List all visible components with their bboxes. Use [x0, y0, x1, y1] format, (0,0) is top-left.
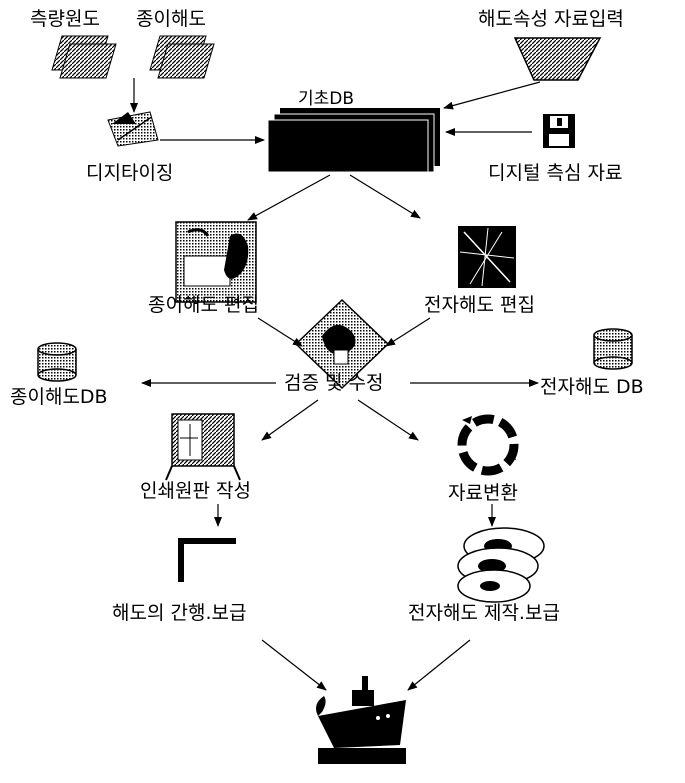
base-db-stack-icon: [268, 108, 440, 172]
arrow-basedb-to-paperedit: [248, 175, 330, 220]
label-enc-production-distribution: 전자해도 제작.보급: [408, 602, 560, 624]
ship-icon: [316, 676, 406, 764]
paper-chart-sheets-icon: [150, 36, 214, 78]
digitizing-pen-icon: [108, 112, 158, 146]
data-conversion-cycle-icon: [462, 416, 516, 471]
paper-chart-db-cylinder-icon: [38, 343, 76, 381]
arrow-publish-to-ship: [262, 640, 326, 690]
arrow-verify-to-printplate: [262, 400, 318, 440]
data-input-trapezoid-icon: [515, 38, 600, 80]
enc-db-cylinder-icon: [594, 329, 632, 369]
label-paper-chart-editing: 종이해도 편집: [148, 294, 259, 316]
enc-editing-screen-icon: [458, 226, 516, 288]
paper-chart-editing-icon: [176, 222, 256, 302]
printed-chart-sheet-icon: [178, 538, 236, 582]
label-survey-drawing: 측량원도: [30, 8, 100, 30]
printing-plate-plotter-icon: [166, 414, 240, 480]
cd-discs-icon: [458, 528, 544, 602]
label-chart-attribute-input: 해도속성 자료입력: [478, 8, 624, 30]
arrow-basedb-to-encedit: [350, 175, 420, 218]
label-printing-plate-creation: 인쇄원판 작성: [140, 480, 251, 502]
arrow-encedit-to-verify: [386, 318, 430, 346]
label-paper-chart-source: 종이해도: [136, 8, 206, 30]
floppy-disk-icon: [543, 114, 575, 148]
label-verification-and-correction: 검증 및 수정: [284, 372, 383, 394]
label-chart-publication: 해도의 간행.보급: [112, 602, 246, 624]
label-base-db: 기초DB: [298, 88, 354, 110]
arrow-verify-to-convert: [358, 400, 418, 440]
arrow-enc-to-ship: [408, 640, 470, 690]
label-digitizing: 디지타이징: [86, 162, 173, 184]
label-paper-chart-db: 종이해도DB: [10, 386, 108, 408]
label-enc-db: 전자해도 DB: [540, 376, 644, 398]
arrow-paperedit-to-verify: [258, 318, 302, 346]
arrow-attr-to-basedb: [444, 82, 540, 108]
survey-drawing-sheets-icon: [52, 36, 116, 78]
label-enc-editing: 전자해도 편집: [424, 294, 535, 316]
label-data-conversion: 자료변환: [448, 482, 518, 504]
label-digital-sounding-data: 디지털 측심 자료: [488, 162, 622, 184]
